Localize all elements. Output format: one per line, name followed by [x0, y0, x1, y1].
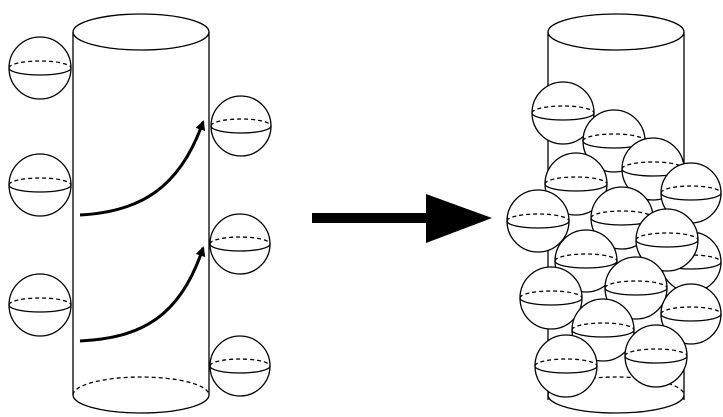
growth-arrow-lower [79, 246, 206, 343]
packed-sphere-9 [635, 208, 699, 272]
packed-spheres [506, 81, 722, 398]
transition-arrow [312, 194, 492, 243]
right-panel [506, 13, 722, 414]
packed-sphere-7 [506, 189, 570, 253]
packed-sphere-1 [531, 81, 595, 145]
left-cylinder-top [72, 13, 210, 51]
right-cylinder-top [547, 13, 685, 51]
packed-sphere-12 [604, 256, 668, 320]
right-side-sphere-3 [209, 335, 271, 397]
right-cylinder-bottom-front [547, 394, 685, 414]
left-sphere-1 [8, 36, 72, 100]
packed-sphere-13 [660, 283, 722, 345]
packed-sphere-16 [534, 334, 598, 398]
left-sphere-2 [8, 153, 72, 217]
right-cylinder-bottom-back [547, 376, 685, 396]
right-side-sphere-1 [210, 95, 272, 157]
right-side-sphere-2 [209, 213, 271, 275]
left-cylinder [72, 13, 210, 414]
left-sphere-3 [8, 273, 72, 337]
packed-sphere-11 [519, 266, 583, 330]
packed-sphere-4 [660, 162, 722, 224]
growth-arrow-upper [79, 120, 206, 217]
packed-sphere-15 [624, 324, 688, 388]
left-cylinder-bottom-front [72, 394, 210, 414]
left-panel [8, 13, 272, 414]
left-cylinder-bottom-back [72, 376, 210, 396]
